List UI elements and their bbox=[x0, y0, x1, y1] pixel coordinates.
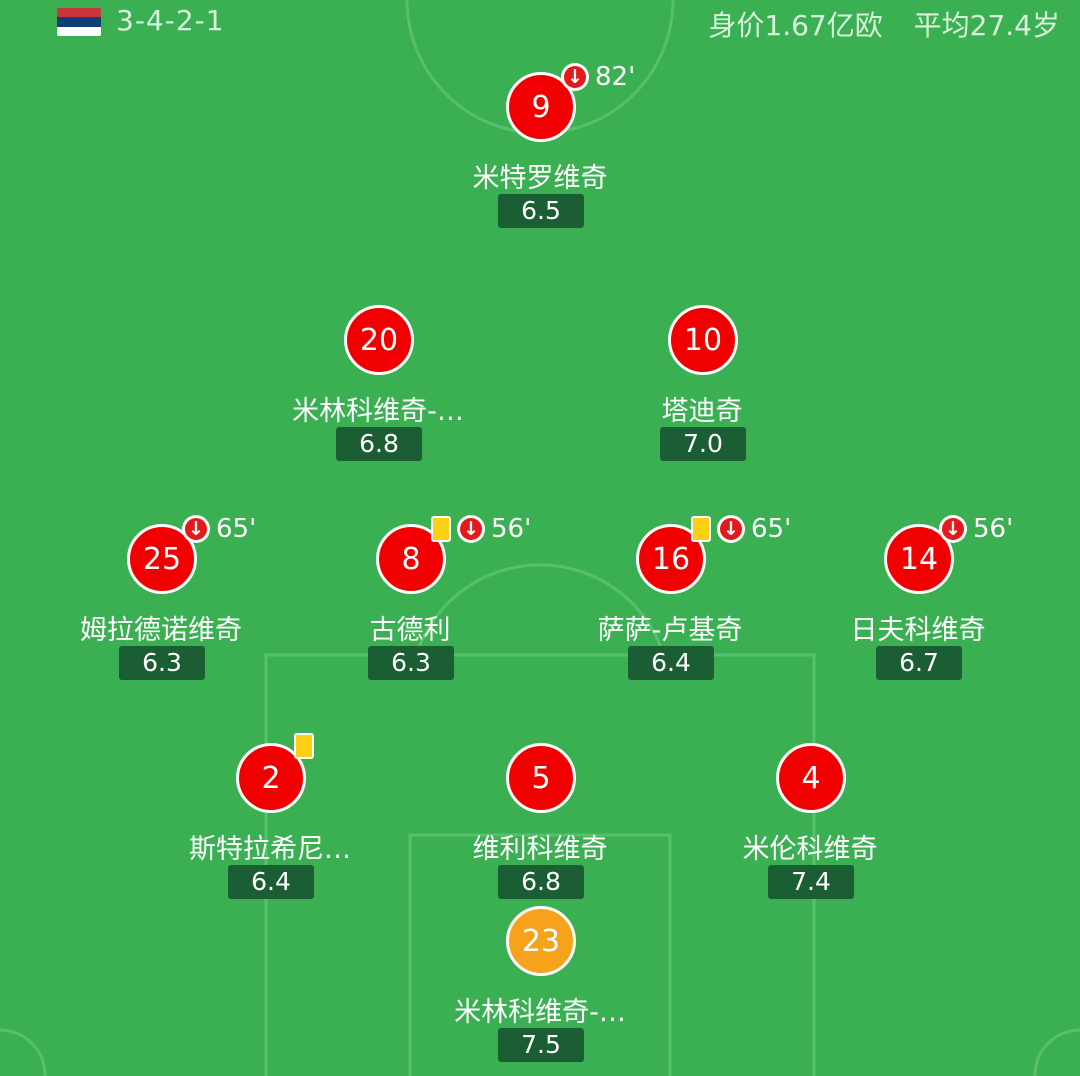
yellow-card-icon bbox=[431, 516, 451, 542]
sub-off-arrow-icon bbox=[182, 515, 210, 543]
player-number: 2 bbox=[236, 743, 306, 813]
player-card[interactable]: 20 米林科维奇-…6.8 bbox=[248, 305, 508, 475]
event-badges: 56' bbox=[939, 514, 1013, 544]
average-age: 平均27.4岁 bbox=[913, 9, 1060, 42]
player-number: 5 bbox=[506, 743, 576, 813]
player-name: 姆拉德诺维奇 bbox=[80, 615, 242, 646]
player-name: 米特罗维奇 bbox=[472, 163, 608, 194]
player-number: 25 bbox=[127, 524, 197, 594]
player-name: 米林科维奇-… bbox=[454, 997, 626, 1028]
player-name: 塔迪奇 bbox=[661, 396, 743, 427]
sub-minute: 56' bbox=[973, 514, 1014, 544]
player-rating: 6.4 bbox=[228, 865, 314, 899]
player-rating: 6.4 bbox=[628, 646, 714, 680]
player-card[interactable]: 2 斯特拉希尼…6.4 bbox=[140, 733, 400, 913]
player-rating: 7.4 bbox=[768, 865, 854, 899]
player-rating: 7.5 bbox=[498, 1028, 584, 1062]
player-name: 米林科维奇-… bbox=[292, 396, 464, 427]
player-name: 萨萨-卢基奇 bbox=[597, 615, 743, 646]
player-number: 23 bbox=[506, 906, 576, 976]
sub-minute: 82' bbox=[595, 62, 636, 92]
event-badges: 82' bbox=[561, 62, 635, 92]
player-name: 日夫科维奇 bbox=[850, 615, 986, 646]
player-number: 9 bbox=[506, 72, 576, 142]
sub-minute: 65' bbox=[216, 514, 257, 544]
sub-off-arrow-icon bbox=[561, 63, 589, 91]
player-rating: 7.0 bbox=[660, 427, 746, 461]
yellow-card-icon bbox=[691, 516, 711, 542]
serbia-flag-icon bbox=[57, 8, 101, 36]
event-badges: 65' bbox=[691, 514, 791, 544]
formation-label: 3-4-2-1 bbox=[116, 4, 225, 37]
sub-minute: 56' bbox=[491, 514, 532, 544]
player-name: 古德利 bbox=[369, 615, 451, 646]
player-rating: 6.5 bbox=[498, 194, 584, 228]
event-badges: 56' bbox=[431, 514, 531, 544]
team-header: 3-4-2-1 身价1.67亿欧 平均27.4岁 bbox=[0, 0, 1080, 46]
player-rating: 6.3 bbox=[119, 646, 205, 680]
sub-off-arrow-icon bbox=[457, 515, 485, 543]
player-number: 20 bbox=[344, 305, 414, 375]
player-name: 斯特拉希尼… bbox=[189, 834, 351, 865]
player-name: 米伦科维奇 bbox=[742, 834, 878, 865]
player-name: 维利科维奇 bbox=[472, 834, 608, 865]
player-number: 10 bbox=[668, 305, 738, 375]
sub-off-arrow-icon bbox=[717, 515, 745, 543]
sub-minute: 65' bbox=[751, 514, 792, 544]
player-rating: 6.8 bbox=[498, 865, 584, 899]
team-summary: 身价1.67亿欧 平均27.4岁 bbox=[708, 4, 1060, 44]
player-card[interactable]: 23 米林科维奇-…7.5 bbox=[410, 906, 670, 1076]
flag-stripe-red bbox=[57, 8, 101, 18]
market-value: 身价1.67亿欧 bbox=[708, 9, 883, 42]
player-number: 4 bbox=[776, 743, 846, 813]
yellow-card-icon bbox=[294, 733, 314, 759]
sub-off-arrow-icon bbox=[939, 515, 967, 543]
flag-stripe-white bbox=[57, 26, 101, 36]
player-rating: 6.7 bbox=[876, 646, 962, 680]
player-rating: 6.8 bbox=[336, 427, 422, 461]
flag-stripe-blue bbox=[57, 17, 101, 27]
event-badges: 65' bbox=[182, 514, 256, 544]
player-rating: 6.3 bbox=[368, 646, 454, 680]
